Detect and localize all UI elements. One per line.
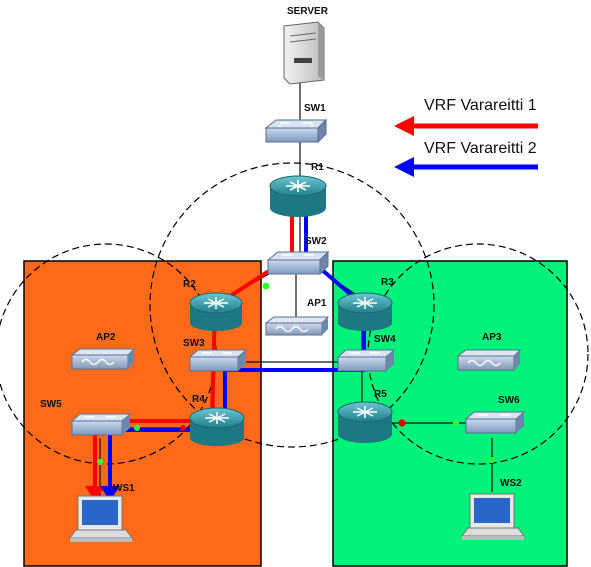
sw6-label: SW6 xyxy=(498,395,520,406)
sw5-label: SW5 xyxy=(40,399,62,410)
link-status-dot xyxy=(134,425,140,431)
link-status-dot xyxy=(489,457,495,463)
link-status-dot xyxy=(180,425,186,431)
switch-icon[interactable] xyxy=(188,349,248,372)
sw4-label: SW4 xyxy=(374,334,396,345)
router-icon[interactable] xyxy=(189,292,243,331)
workstation-icon[interactable] xyxy=(69,495,133,542)
link-status-dot xyxy=(453,420,459,426)
vrf-route-1-arrowhead xyxy=(85,486,105,501)
sw2-label: SW2 xyxy=(305,236,327,247)
switch-icon[interactable] xyxy=(464,411,526,434)
switch-icon[interactable] xyxy=(70,413,132,436)
access-point-icon[interactable] xyxy=(264,316,330,336)
router-icon[interactable] xyxy=(337,292,393,331)
r5-label: R5 xyxy=(374,389,387,400)
ap1-label: AP1 xyxy=(307,298,327,309)
sw3-label: SW3 xyxy=(183,338,205,349)
switch-icon[interactable] xyxy=(336,349,396,372)
access-point-icon[interactable] xyxy=(456,349,522,371)
legend-route-2-arrowhead xyxy=(394,157,414,177)
switch-icon[interactable] xyxy=(266,250,330,276)
legend-route-1-label: VRF Varareitti 1 xyxy=(424,97,537,114)
ap2-label: AP2 xyxy=(96,332,116,343)
server-label: SERVER xyxy=(287,6,329,17)
router-icon[interactable] xyxy=(269,175,327,217)
workstation-icon[interactable] xyxy=(461,493,525,540)
coverage-ring-ap1 xyxy=(149,162,435,448)
router-icon[interactable] xyxy=(337,401,393,443)
legend-route-2-label: VRF Varareitti 2 xyxy=(424,140,537,157)
r3-label: R3 xyxy=(381,277,394,288)
server-tower-icon[interactable] xyxy=(283,21,325,85)
link-status-dot xyxy=(97,459,103,465)
link-status-dot xyxy=(398,419,406,427)
access-point-icon[interactable] xyxy=(70,348,136,370)
ap3-label: AP3 xyxy=(482,332,502,343)
ws1-label: WS1 xyxy=(113,483,135,494)
ws2-label: WS2 xyxy=(500,478,522,489)
r1-label: R1 xyxy=(311,162,324,173)
router-icon[interactable] xyxy=(189,407,245,446)
legend-route-1-arrowhead xyxy=(394,116,414,136)
r4-label: R4 xyxy=(192,394,205,405)
link-status-dot xyxy=(262,282,270,290)
vrf-route-2-arrowhead xyxy=(100,486,120,501)
sw1-label: SW1 xyxy=(304,103,326,114)
switch-icon[interactable] xyxy=(264,118,328,144)
r2-label: R2 xyxy=(183,279,196,290)
